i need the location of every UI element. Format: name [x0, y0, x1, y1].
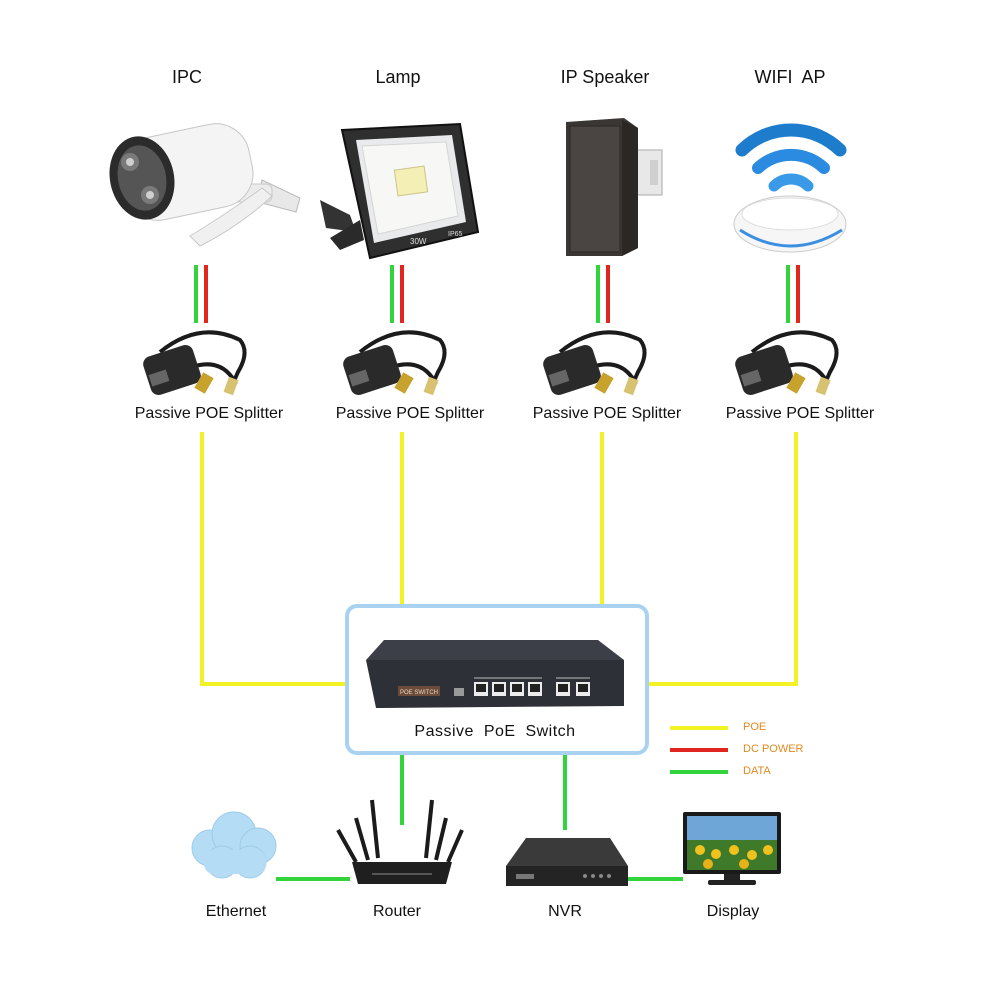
splitter-icon-4	[735, 330, 839, 396]
splitter-label-2: Passive POE Splitter	[335, 405, 485, 422]
legend-poe-label: POE	[743, 721, 767, 733]
nvr-icon	[506, 838, 628, 886]
poe-lines	[200, 432, 798, 686]
router-icon	[336, 799, 464, 884]
legend-dc-power-label: DC POWER	[743, 743, 804, 755]
lamp-icon: 30W IP65	[320, 122, 480, 260]
device-label-lamp: Lamp	[375, 67, 421, 87]
speaker-icon	[566, 118, 663, 256]
network-label-nvr: NVR	[548, 903, 582, 920]
lamp-wattage-text: 30W	[410, 237, 427, 246]
network-label-ethernet: Ethernet	[205, 903, 267, 920]
device-label-wifi-ap: WIFI AP	[754, 67, 826, 87]
device-label-ipc: IPC	[171, 67, 202, 87]
splitter-icon-3	[543, 330, 647, 396]
poe-line-wifi	[647, 432, 798, 686]
legend-data-label: DATA	[743, 765, 771, 777]
legend	[670, 726, 728, 774]
display-icon	[683, 812, 781, 885]
switch-label: Passive PoE Switch	[414, 723, 576, 740]
splitter-label-1: Passive POE Splitter	[134, 405, 284, 422]
splitter-label-4: Passive POE Splitter	[725, 405, 875, 422]
switch-badge-text: POE SWITCH	[400, 690, 438, 696]
poe-switch-icon: POE SWITCH	[366, 640, 624, 708]
network-label-router: Router	[372, 903, 422, 920]
splitter-label-3: Passive POE Splitter	[532, 405, 682, 422]
device-cables	[194, 265, 800, 323]
cloud-icon	[191, 811, 277, 879]
device-label-speaker: IP Speaker	[560, 67, 650, 87]
data-lines	[276, 755, 683, 881]
wifi-ap-icon	[733, 123, 847, 253]
lamp-rating-text: IP65	[448, 231, 463, 238]
ipc-camera-icon	[109, 123, 301, 247]
splitter-icon-1	[143, 330, 247, 396]
network-label-display: Display	[706, 903, 760, 920]
splitter-icon-2	[343, 330, 447, 396]
poe-line-ipc	[200, 432, 347, 686]
